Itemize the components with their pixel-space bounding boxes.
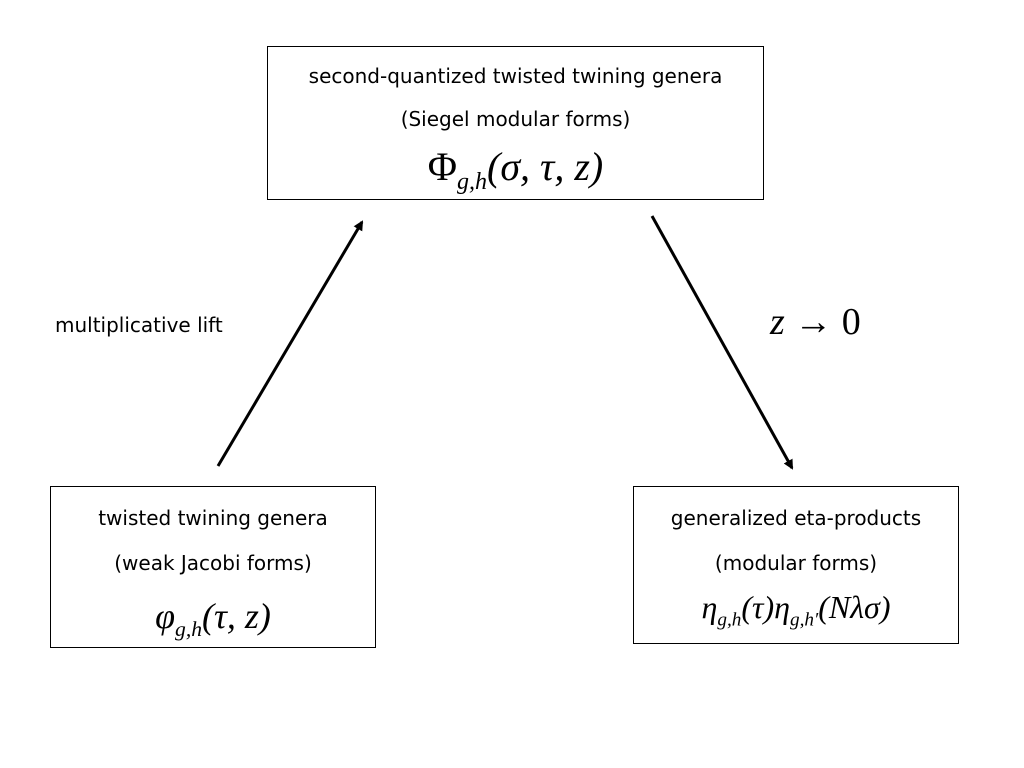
left-box-formula: φg,h(τ, z) (51, 595, 375, 642)
limit-label: z → 0 (770, 300, 861, 344)
multiplicative-lift-label: multiplicative lift (55, 313, 223, 337)
siegel-modular-forms-box: second-quantized twisted twining genera … (267, 46, 764, 200)
formula-subscript-2: g,h′ (790, 609, 819, 631)
formula-eta-2: η (774, 589, 790, 625)
lift-arrow (216, 220, 364, 467)
formula-eta-1: η (701, 589, 718, 625)
formula-subscript: g,h (457, 169, 487, 195)
limit-arrow-glyph: → (794, 301, 833, 343)
right-box-subtitle: (modular forms) (714, 551, 878, 575)
formula-symbol: φ (155, 596, 176, 636)
top-box-formula: Φg,h(σ, τ, z) (268, 143, 763, 196)
formula-subscript: g,h (175, 617, 203, 642)
right-box-formula: ηg,h(τ)ηg,h′(Nλσ) (634, 589, 958, 631)
eta-products-box: generalized eta-products (modular forms)… (633, 486, 959, 644)
limit-variable: z (770, 301, 785, 343)
left-box-title: twisted twining genera (98, 506, 328, 530)
weak-jacobi-forms-box: twisted twining genera (weak Jacobi form… (50, 486, 376, 648)
formula-args-1: (τ) (741, 589, 775, 625)
top-box-subtitle: (Siegel modular forms) (400, 107, 631, 131)
limit-arrow (650, 215, 794, 470)
formula-subscript-1: g,h (717, 609, 742, 631)
formula-args: (σ, τ, z) (487, 144, 604, 189)
top-box-title: second-quantized twisted twining genera (308, 64, 723, 88)
formula-args: (τ, z) (202, 596, 271, 636)
limit-value: 0 (841, 301, 861, 343)
formula-args-2: (Nλσ) (818, 589, 891, 625)
left-box-subtitle: (weak Jacobi forms) (114, 551, 312, 575)
formula-symbol: Φ (427, 144, 457, 189)
right-box-title: generalized eta-products (670, 506, 922, 530)
